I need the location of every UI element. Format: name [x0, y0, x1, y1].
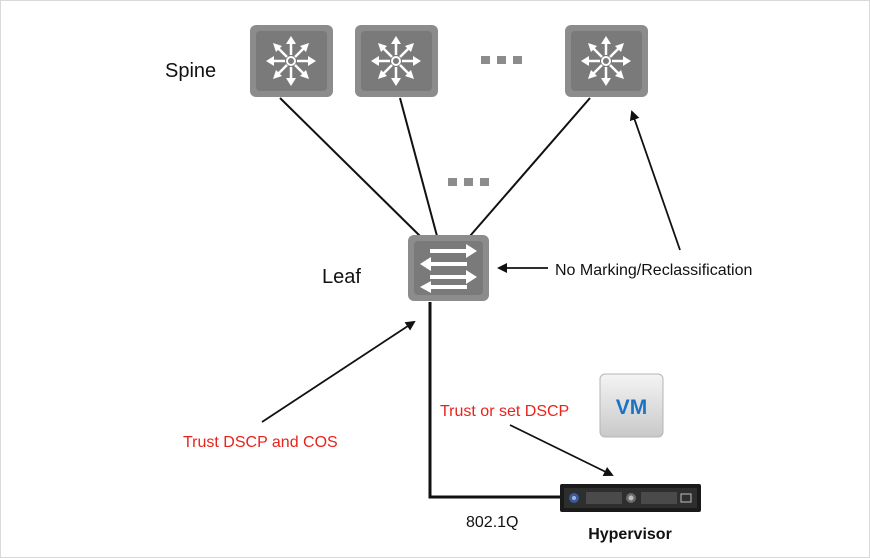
link-spine1-leaf — [279, 97, 421, 237]
spine-switch-1 — [250, 25, 333, 97]
dot1q-label: 802.1Q — [466, 514, 518, 531]
hypervisor-server-icon — [560, 484, 701, 512]
spine-label: Spine — [165, 60, 216, 82]
leaf-switch-icon — [408, 235, 489, 301]
ellipsis-icon — [448, 178, 489, 186]
no-marking-label: No Marking/Reclassification — [555, 262, 752, 279]
vm-label: VM — [616, 396, 648, 419]
vm-icon: VM — [599, 373, 664, 438]
link-spine3-leaf — [469, 97, 591, 237]
link-lines — [279, 97, 591, 499]
spine-switch-2 — [355, 25, 438, 97]
ellipsis-icon — [481, 56, 522, 64]
trust-dscp-cos-label: Trust DSCP and COS — [183, 434, 338, 451]
arrow-to-spine — [629, 110, 681, 251]
leaf-label: Leaf — [322, 266, 361, 288]
link-spine2-leaf — [399, 97, 438, 237]
link-leaf-hypervisor — [428, 302, 560, 499]
arrow-to-leaf — [261, 320, 416, 423]
trust-or-set-dscp-label: Trust or set DSCP — [440, 403, 569, 420]
arrow-to-hypervisor — [509, 424, 614, 476]
hypervisor-label: Hypervisor — [588, 526, 672, 543]
spine-switch-3 — [565, 25, 648, 97]
